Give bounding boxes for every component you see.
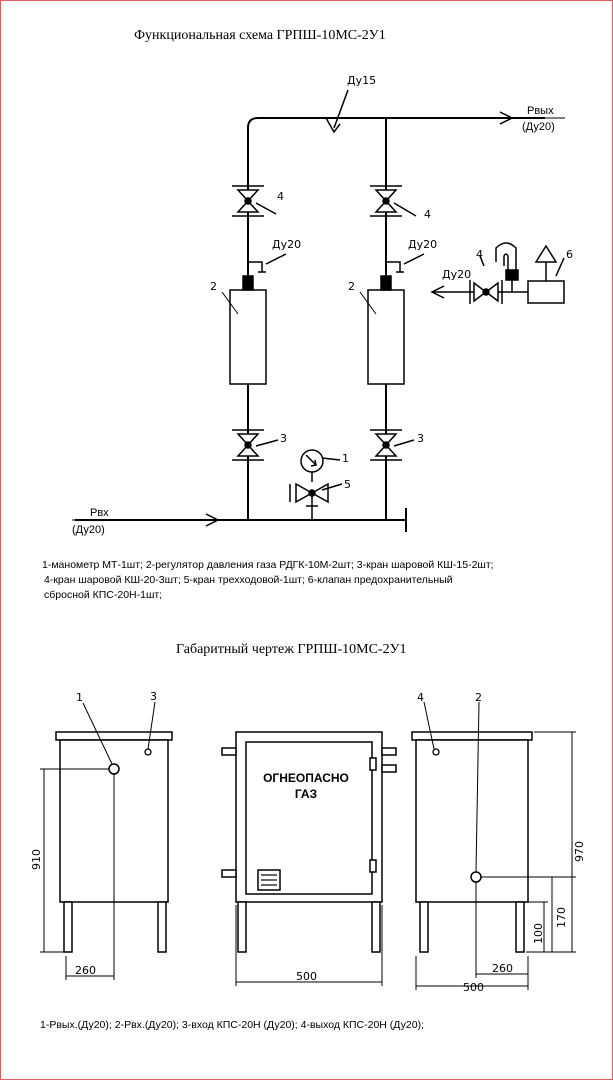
label-2b: 2 xyxy=(348,280,355,293)
du15-tap xyxy=(325,89,349,134)
manometer xyxy=(300,449,341,482)
label-1: 1 xyxy=(342,452,349,465)
three-way-valve xyxy=(289,482,343,520)
callout-2: 2 xyxy=(475,691,482,704)
label-2a: 2 xyxy=(210,280,217,293)
dim-260-right: 260 xyxy=(492,962,513,975)
kps-outlet-port-4 xyxy=(432,748,440,756)
du15-label: Ду15 xyxy=(347,74,376,87)
label-5: 5 xyxy=(344,478,351,491)
outlet-arrow xyxy=(499,111,514,125)
callout-3: 3 xyxy=(150,690,157,703)
label-3b: 3 xyxy=(417,432,424,445)
label-3a: 3 xyxy=(280,432,287,445)
callout-4: 4 xyxy=(417,691,424,704)
valve-4-left xyxy=(232,185,277,217)
outlet-port-1 xyxy=(108,763,120,775)
warning-line-2: ГАЗ xyxy=(295,787,317,801)
drawing-title: Габаритный чертеж ГРПШ-10МС-2У1 xyxy=(176,642,407,657)
relief-assembly xyxy=(430,242,565,304)
label-4c: 4 xyxy=(476,248,483,261)
valve-4-right xyxy=(370,185,417,217)
label-6: 6 xyxy=(566,248,573,261)
pin-du-label: (Ду20) xyxy=(72,524,105,536)
regulator-left-top xyxy=(242,275,254,291)
regulator-right-top xyxy=(380,275,392,291)
callout-1: 1 xyxy=(76,691,83,704)
dim-910: 910 xyxy=(30,849,43,870)
pipe-left-line xyxy=(247,117,545,520)
diagram-legend: 1-манометр МТ-1шт; 2-регулятор давления … xyxy=(42,558,602,603)
pout-label: Рвых xyxy=(527,105,554,117)
label-4a: 4 xyxy=(277,190,284,203)
kps-inlet-port-3 xyxy=(144,748,152,756)
valve-3-right xyxy=(370,429,415,461)
inlet-port-2 xyxy=(470,871,482,883)
dim-100: 100 xyxy=(532,923,545,944)
dim-500-right: 500 xyxy=(463,981,484,994)
dim-260-left: 260 xyxy=(75,964,96,977)
dim-500-front: 500 xyxy=(296,970,317,983)
cabinet-front xyxy=(221,731,397,953)
cabinet-side-right xyxy=(411,731,533,953)
legend-line-3: сбросной КПС-20Н-1шт; xyxy=(44,589,163,601)
legend-line-2: 4-кран шаровой КШ-20-3шт; 5-кран трехход… xyxy=(44,574,453,586)
du20-left-label: Ду20 xyxy=(272,238,301,251)
du20-out-label: Ду20 xyxy=(442,268,471,281)
dim-970: 970 xyxy=(573,841,586,862)
tap-right xyxy=(386,261,404,273)
legend-line-1: 1-манометр МТ-1шт; 2-регулятор давления … xyxy=(42,559,494,571)
regulator-right xyxy=(367,289,405,385)
warning-line-1: ОГНЕОПАСНО xyxy=(263,771,349,785)
label-4b: 4 xyxy=(424,208,431,221)
valve-3-left xyxy=(232,429,279,461)
du20-right-label: Ду20 xyxy=(408,238,437,251)
pout-du-label: (Ду20) xyxy=(522,121,555,133)
drawing-legend: 1-Рвых.(Ду20); 2-Рвх.(Ду20); 3-вход КПС-… xyxy=(40,1019,424,1031)
inlet-arrow xyxy=(205,513,220,527)
diagram-title: Функциональная схема ГРПШ-10МС-2У1 xyxy=(134,28,386,43)
pin-label: Рвх xyxy=(90,507,109,519)
regulator-left xyxy=(229,289,267,385)
tap-left xyxy=(248,261,266,273)
dim-170: 170 xyxy=(555,907,568,928)
